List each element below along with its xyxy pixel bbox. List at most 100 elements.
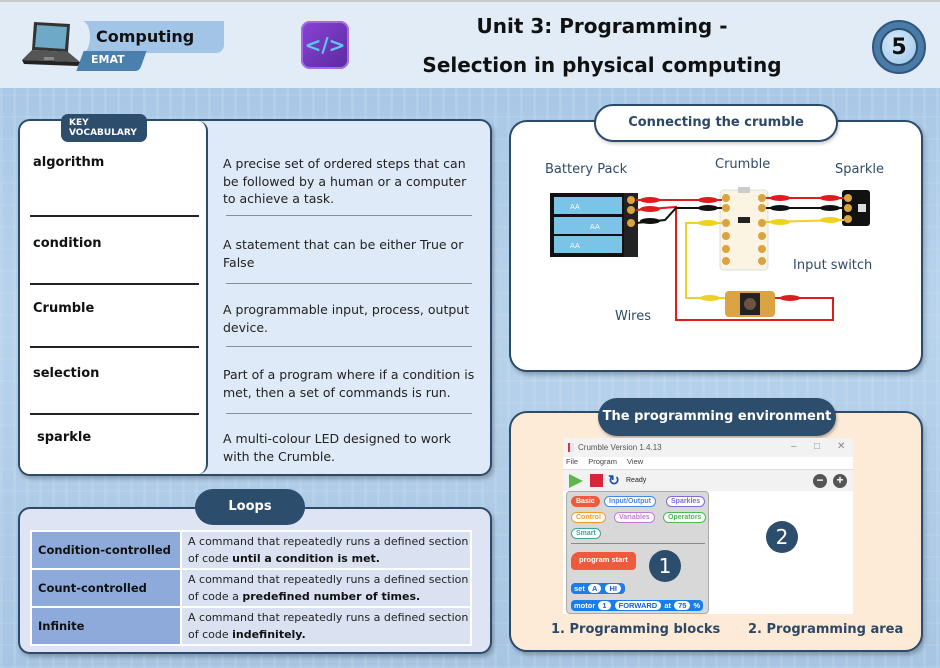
motor-block[interactable]: motor 1 FORWARD at 75 % bbox=[571, 600, 704, 611]
desc-text: A command that repeatedly runs a defined… bbox=[188, 535, 469, 565]
vocab-term: Crumble bbox=[33, 301, 95, 316]
minimize-icon[interactable]: – bbox=[791, 441, 797, 452]
block-input[interactable]: A bbox=[587, 584, 602, 593]
crumble-label: Crumble bbox=[715, 157, 771, 172]
svg-text:AA: AA bbox=[590, 223, 600, 231]
vocab-term: algorithm bbox=[33, 155, 105, 170]
divider bbox=[571, 543, 705, 544]
vocab-definition: A statement that can be either True or F… bbox=[223, 237, 464, 270]
table-row: Count-controlled A command that repeated… bbox=[30, 568, 472, 608]
divider bbox=[226, 413, 472, 414]
svg-text:AA: AA bbox=[570, 242, 580, 250]
menu-view[interactable]: View bbox=[627, 457, 644, 466]
laptop-icon bbox=[22, 22, 80, 66]
wiring-diagram: AA AA AA bbox=[550, 187, 870, 321]
loop-type: Infinite bbox=[30, 606, 182, 646]
vocab-term: selection bbox=[33, 366, 100, 381]
vocab-definition: A precise set of ordered steps that can … bbox=[223, 156, 467, 206]
key-vocabulary-panel: algorithm A precise set of ordered steps… bbox=[18, 119, 492, 476]
category-input-output[interactable]: Input/Output bbox=[604, 496, 656, 507]
block-input[interactable]: 1 bbox=[598, 601, 611, 610]
battery-pack-icon: AA AA AA bbox=[550, 193, 638, 257]
key-vocabulary-tab: KEY VOCABULARY bbox=[61, 114, 147, 142]
page-title-line-2: Selection in physical computing bbox=[422, 53, 782, 77]
desc-bold-text: predefined number of times. bbox=[242, 590, 421, 603]
divider bbox=[30, 215, 199, 217]
block-input[interactable]: HI bbox=[605, 584, 621, 593]
zoom-out-icon[interactable]: − bbox=[813, 474, 827, 488]
app-titlebar: Crumble Version 1.4.13 – □ ✕ bbox=[563, 438, 853, 457]
caption-programming-blocks: 1. Programming blocks bbox=[551, 622, 721, 637]
category-sparkles[interactable]: Sparkles bbox=[666, 496, 706, 507]
play-icon[interactable] bbox=[569, 474, 583, 488]
divider bbox=[30, 413, 199, 415]
programming-blocks-palette: Basic Input/Output Sparkles Control Vari… bbox=[566, 491, 709, 614]
subject-name: Computing bbox=[96, 27, 195, 46]
crumble-board-icon bbox=[719, 187, 769, 271]
battery-pack-label: Battery Pack bbox=[545, 162, 628, 177]
subject-tag: EMAT bbox=[91, 53, 125, 66]
program-start-block[interactable]: program start bbox=[571, 552, 636, 570]
code-icon: </> bbox=[301, 21, 349, 69]
menu-program[interactable]: Program bbox=[588, 457, 617, 466]
crocodile-clips-icon bbox=[640, 195, 840, 301]
divider bbox=[30, 283, 199, 285]
table-row: Infinite A command that repeatedly runs … bbox=[30, 606, 472, 646]
app-icon bbox=[568, 443, 574, 452]
programming-environment-title: The programming environment bbox=[598, 398, 836, 436]
zoom-in-icon[interactable]: + bbox=[833, 474, 847, 488]
block-keyword: motor bbox=[574, 601, 596, 610]
connecting-title: Connecting the crumble bbox=[594, 104, 838, 142]
menu-file[interactable]: File bbox=[566, 457, 579, 466]
desc-bold-text: until a condition is met. bbox=[232, 552, 380, 565]
divider bbox=[226, 283, 472, 284]
block-input[interactable]: FORWARD bbox=[614, 601, 662, 610]
input-switch-icon bbox=[725, 291, 775, 317]
app-window-title: Crumble Version 1.4.13 bbox=[578, 443, 662, 452]
crumble-app-screenshot: Crumble Version 1.4.13 – □ ✕ File Progra… bbox=[563, 438, 853, 614]
loop-type: Condition-controlled bbox=[30, 530, 182, 570]
wires-label: Wires bbox=[615, 309, 652, 324]
loop-description: A command that repeatedly runs a defined… bbox=[180, 568, 472, 608]
desc-text: A command that repeatedly runs a defined… bbox=[188, 573, 469, 603]
category-basic[interactable]: Basic bbox=[571, 496, 600, 507]
sparkle-label: Sparkle bbox=[835, 162, 884, 177]
vocabulary-terms-column bbox=[20, 121, 208, 474]
category-smart[interactable]: Smart bbox=[571, 528, 601, 539]
code-icon-glyph: </> bbox=[304, 33, 346, 57]
app-menubar: File Program View bbox=[563, 457, 853, 469]
desc-text: A command that repeatedly runs a defined… bbox=[188, 611, 469, 641]
app-toolbar: ↻ Ready − + bbox=[563, 469, 853, 491]
category-variables[interactable]: Variables bbox=[614, 512, 655, 523]
category-operators[interactable]: Operators bbox=[663, 512, 707, 523]
divider bbox=[30, 346, 199, 348]
block-input[interactable]: 75 bbox=[674, 601, 691, 610]
svg-text:AA: AA bbox=[570, 203, 580, 211]
label-badge-1: 1 bbox=[649, 550, 681, 582]
vocab-term: sparkle bbox=[37, 430, 92, 445]
table-row: Condition-controlled A command that repe… bbox=[30, 530, 472, 570]
vocab-definition: Part of a program where if a condition i… bbox=[223, 367, 475, 400]
set-variable-block[interactable]: set A HI bbox=[571, 583, 625, 594]
vocab-definition: A programmable input, process, output de… bbox=[223, 302, 470, 335]
loops-title: Loops bbox=[195, 489, 305, 525]
reset-icon[interactable]: ↻ bbox=[608, 472, 620, 488]
category-control[interactable]: Control bbox=[571, 512, 606, 523]
subject-banner bbox=[74, 21, 224, 53]
sparkle-led-icon bbox=[842, 190, 870, 226]
loop-type: Count-controlled bbox=[30, 568, 182, 608]
maximize-icon[interactable]: □ bbox=[814, 441, 821, 452]
block-keyword: at bbox=[664, 601, 671, 610]
stop-icon[interactable] bbox=[590, 474, 603, 487]
tab-label-line1: KEY bbox=[69, 118, 89, 128]
page-title-line-1: Unit 3: Programming - bbox=[476, 14, 728, 38]
input-switch-label: Input switch bbox=[793, 258, 873, 273]
status-text: Ready bbox=[626, 477, 647, 484]
unit-number: 5 bbox=[880, 28, 918, 66]
close-icon[interactable]: ✕ bbox=[837, 441, 846, 452]
loops-table: Condition-controlled A command that repe… bbox=[30, 530, 472, 646]
divider bbox=[226, 346, 472, 347]
vocab-definition: A multi-colour LED designed to work with… bbox=[223, 431, 451, 464]
divider bbox=[226, 215, 472, 216]
loop-description: A command that repeatedly runs a defined… bbox=[180, 530, 472, 570]
